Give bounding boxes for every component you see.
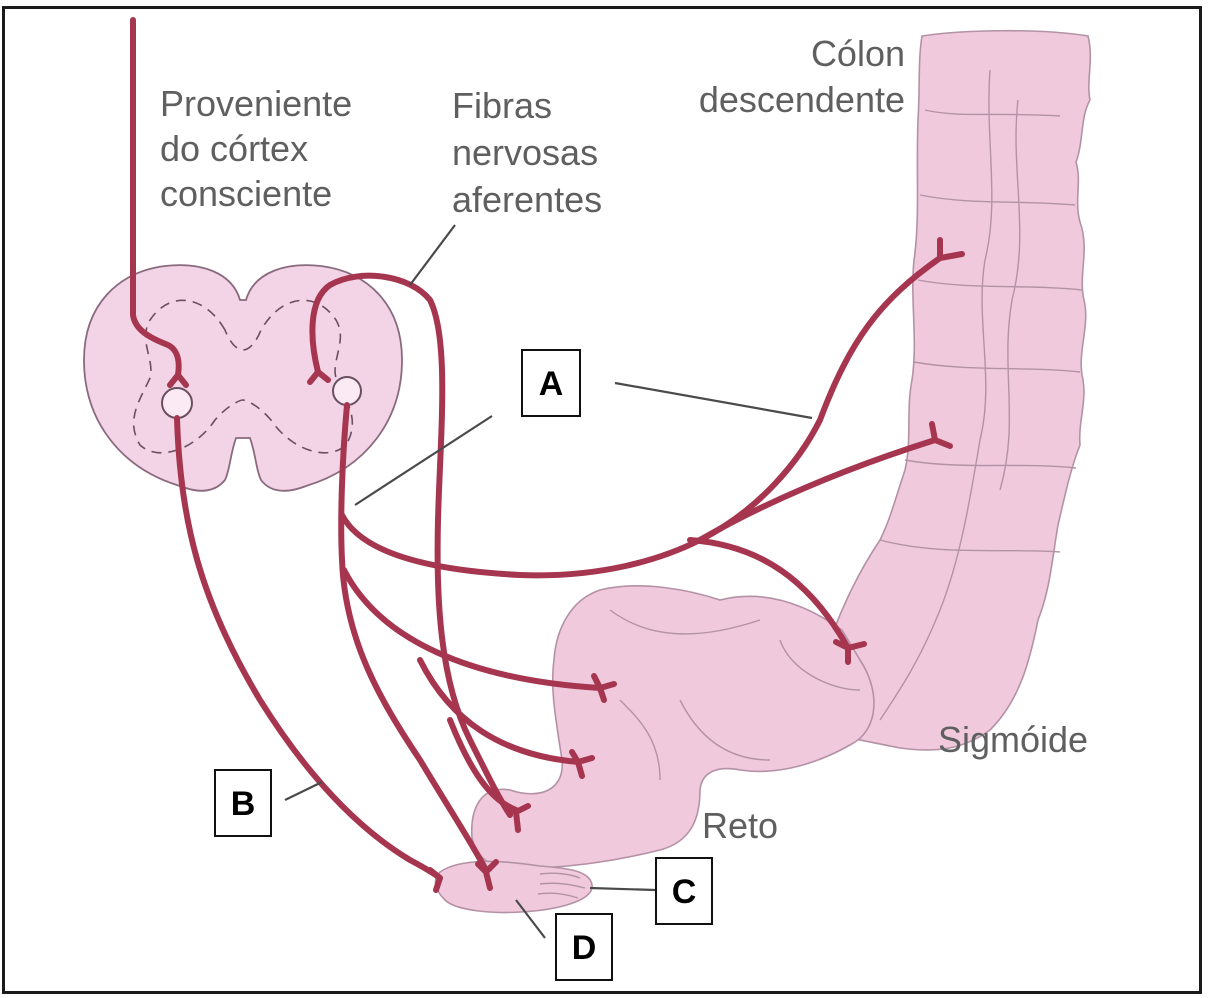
box-a: A [522, 350, 580, 416]
left-ventral-horn-circle [162, 388, 192, 418]
box-b: B [215, 770, 271, 836]
box-c-pointer [590, 888, 655, 890]
rectum-label: Reto [702, 805, 778, 846]
box-c-letter: C [672, 873, 697, 911]
afferent-label-line2: nervosas [452, 132, 598, 173]
colon-label-line2: descendente [699, 79, 905, 120]
cortex-label-line1: Proveniente [160, 83, 352, 124]
colon-label-line1: Cólon [811, 33, 905, 74]
box-a-pointer-right [615, 383, 812, 418]
box-a-letter: A [539, 365, 564, 403]
right-dorsal-horn-circle [333, 377, 361, 405]
sigmoid-rectum [472, 586, 874, 869]
anal-canal [435, 861, 592, 912]
cortex-label-line2: do córtex [160, 128, 308, 169]
descending-colon [830, 31, 1090, 750]
box-d-letter: D [572, 929, 597, 967]
afferent-label-line1: Fibras [452, 85, 552, 126]
cortex-label-line3: consciente [160, 173, 332, 214]
box-d: D [556, 914, 612, 980]
afferent-label-pointer [410, 225, 455, 285]
box-c: C [656, 858, 712, 924]
afferent-label-line3: aferentes [452, 179, 602, 220]
box-b-letter: B [231, 785, 256, 823]
box-b-pointer [285, 782, 322, 800]
sigmoid-label: Sigmóide [938, 719, 1088, 760]
